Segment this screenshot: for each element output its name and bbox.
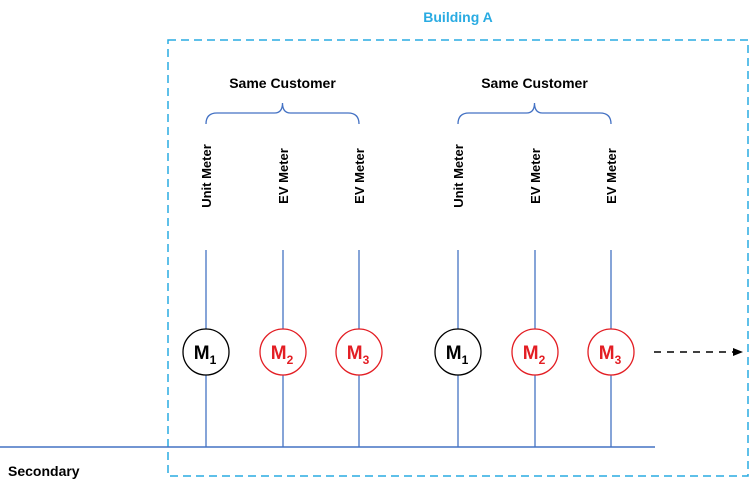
meter-symbol: M1: [446, 343, 469, 367]
meter-symbol-letter: M: [446, 343, 462, 364]
meter-symbol-letter: M: [523, 343, 539, 364]
meter-circle: [259, 328, 307, 376]
secondary-label: Secondary: [8, 463, 80, 479]
meter-circle: [434, 328, 482, 376]
meter-symbol: M3: [599, 343, 622, 367]
meter-subscript: 2: [287, 353, 294, 367]
meter-symbol-letter: M: [347, 343, 363, 364]
meter-symbol: M1: [194, 343, 217, 367]
meter-type-label: Unit Meter: [199, 144, 214, 208]
meter-symbol-letter: M: [271, 343, 287, 364]
meter-symbol: M2: [271, 343, 294, 367]
meter-circle: [587, 328, 635, 376]
meter-circle: [511, 328, 559, 376]
meter-type-label: Unit Meter: [451, 144, 466, 208]
meter-circle: [182, 328, 230, 376]
meter-type-label: EV Meter: [604, 148, 619, 204]
meter-symbol-letter: M: [194, 343, 210, 364]
meter-subscript: 3: [615, 353, 622, 367]
meter-subscript: 2: [539, 353, 546, 367]
meter-symbol: M2: [523, 343, 546, 367]
meter-type-label: EV Meter: [352, 148, 367, 204]
customer-brace: [457, 102, 612, 125]
meter-subscript: 3: [363, 353, 370, 367]
meter-symbol: M3: [347, 343, 370, 367]
customer-label: Same Customer: [229, 75, 336, 91]
meter-circle: [335, 328, 383, 376]
building-boundary: [167, 39, 749, 477]
meter-type-label: EV Meter: [528, 148, 543, 204]
customer-label: Same Customer: [481, 75, 588, 91]
meter-subscript: 1: [462, 353, 469, 367]
building-title: Building A: [423, 9, 492, 25]
meter-type-label: EV Meter: [276, 148, 291, 204]
meter-subscript: 1: [210, 353, 217, 367]
meter-symbol-letter: M: [599, 343, 615, 364]
customer-brace: [205, 102, 360, 125]
